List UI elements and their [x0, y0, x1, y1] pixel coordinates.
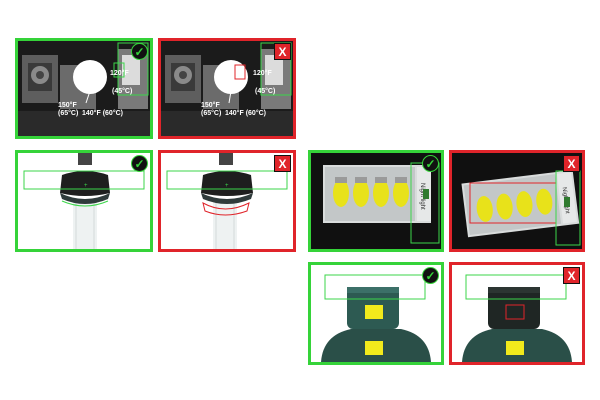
x-icon: X	[274, 155, 291, 172]
label-65c: (65°C)	[201, 109, 221, 117]
blister-fail-image: Night light	[452, 153, 582, 249]
panel-thermostat-pass[interactable]: 120°F (45°C) 150°F (65°C) 140°F (60°C) ✓	[15, 38, 153, 139]
blister-side-text: Night light	[419, 183, 425, 210]
panel-bottle-pass[interactable]: ✓	[308, 262, 444, 365]
panel-blister-fail[interactable]: Night light X	[449, 150, 585, 252]
cap-pass-image: +	[18, 153, 150, 249]
label-45c: (45°C)	[112, 87, 132, 95]
panel-blister-pass[interactable]: Night light ✓	[308, 150, 444, 252]
label-120f: 120°F	[110, 69, 129, 77]
label-140f: 140°F (60°C)	[82, 109, 123, 117]
panel-cap-pass[interactable]: + ✓	[15, 150, 153, 252]
x-icon: X	[274, 43, 291, 60]
thermostat-pass-image: 120°F (45°C) 150°F (65°C) 140°F (60°C)	[18, 41, 150, 136]
svg-text:+: +	[225, 183, 229, 189]
bottle-fail-image	[452, 265, 582, 362]
check-icon: ✓	[422, 267, 439, 284]
label-140f: 140°F (60°C)	[225, 109, 266, 117]
x-icon: X	[563, 267, 580, 284]
thermostat-fail-image: 120°F (45°C) 150°F (65°C) 140°F (60°C)	[161, 41, 293, 136]
check-icon: ✓	[131, 43, 148, 60]
panel-cap-fail[interactable]: + X	[158, 150, 296, 252]
label-150f: 150°F	[58, 101, 77, 109]
panel-thermostat-fail[interactable]: 120°F (45°C) 150°F (65°C) 140°F (60°C) X	[158, 38, 296, 139]
cap-fail-image: +	[161, 153, 293, 249]
x-icon: X	[563, 155, 580, 172]
check-icon: ✓	[422, 155, 439, 172]
label-120f: 120°F	[253, 69, 272, 77]
label-150f: 150°F	[201, 101, 220, 109]
bottle-pass-image	[311, 265, 441, 362]
svg-text:+: +	[84, 183, 88, 189]
panel-bottle-fail[interactable]: X	[449, 262, 585, 365]
label-65c: (65°C)	[58, 109, 78, 117]
check-icon: ✓	[131, 155, 148, 172]
label-45c: (45°C)	[255, 87, 275, 95]
blister-pass-image: Night light	[311, 153, 441, 249]
